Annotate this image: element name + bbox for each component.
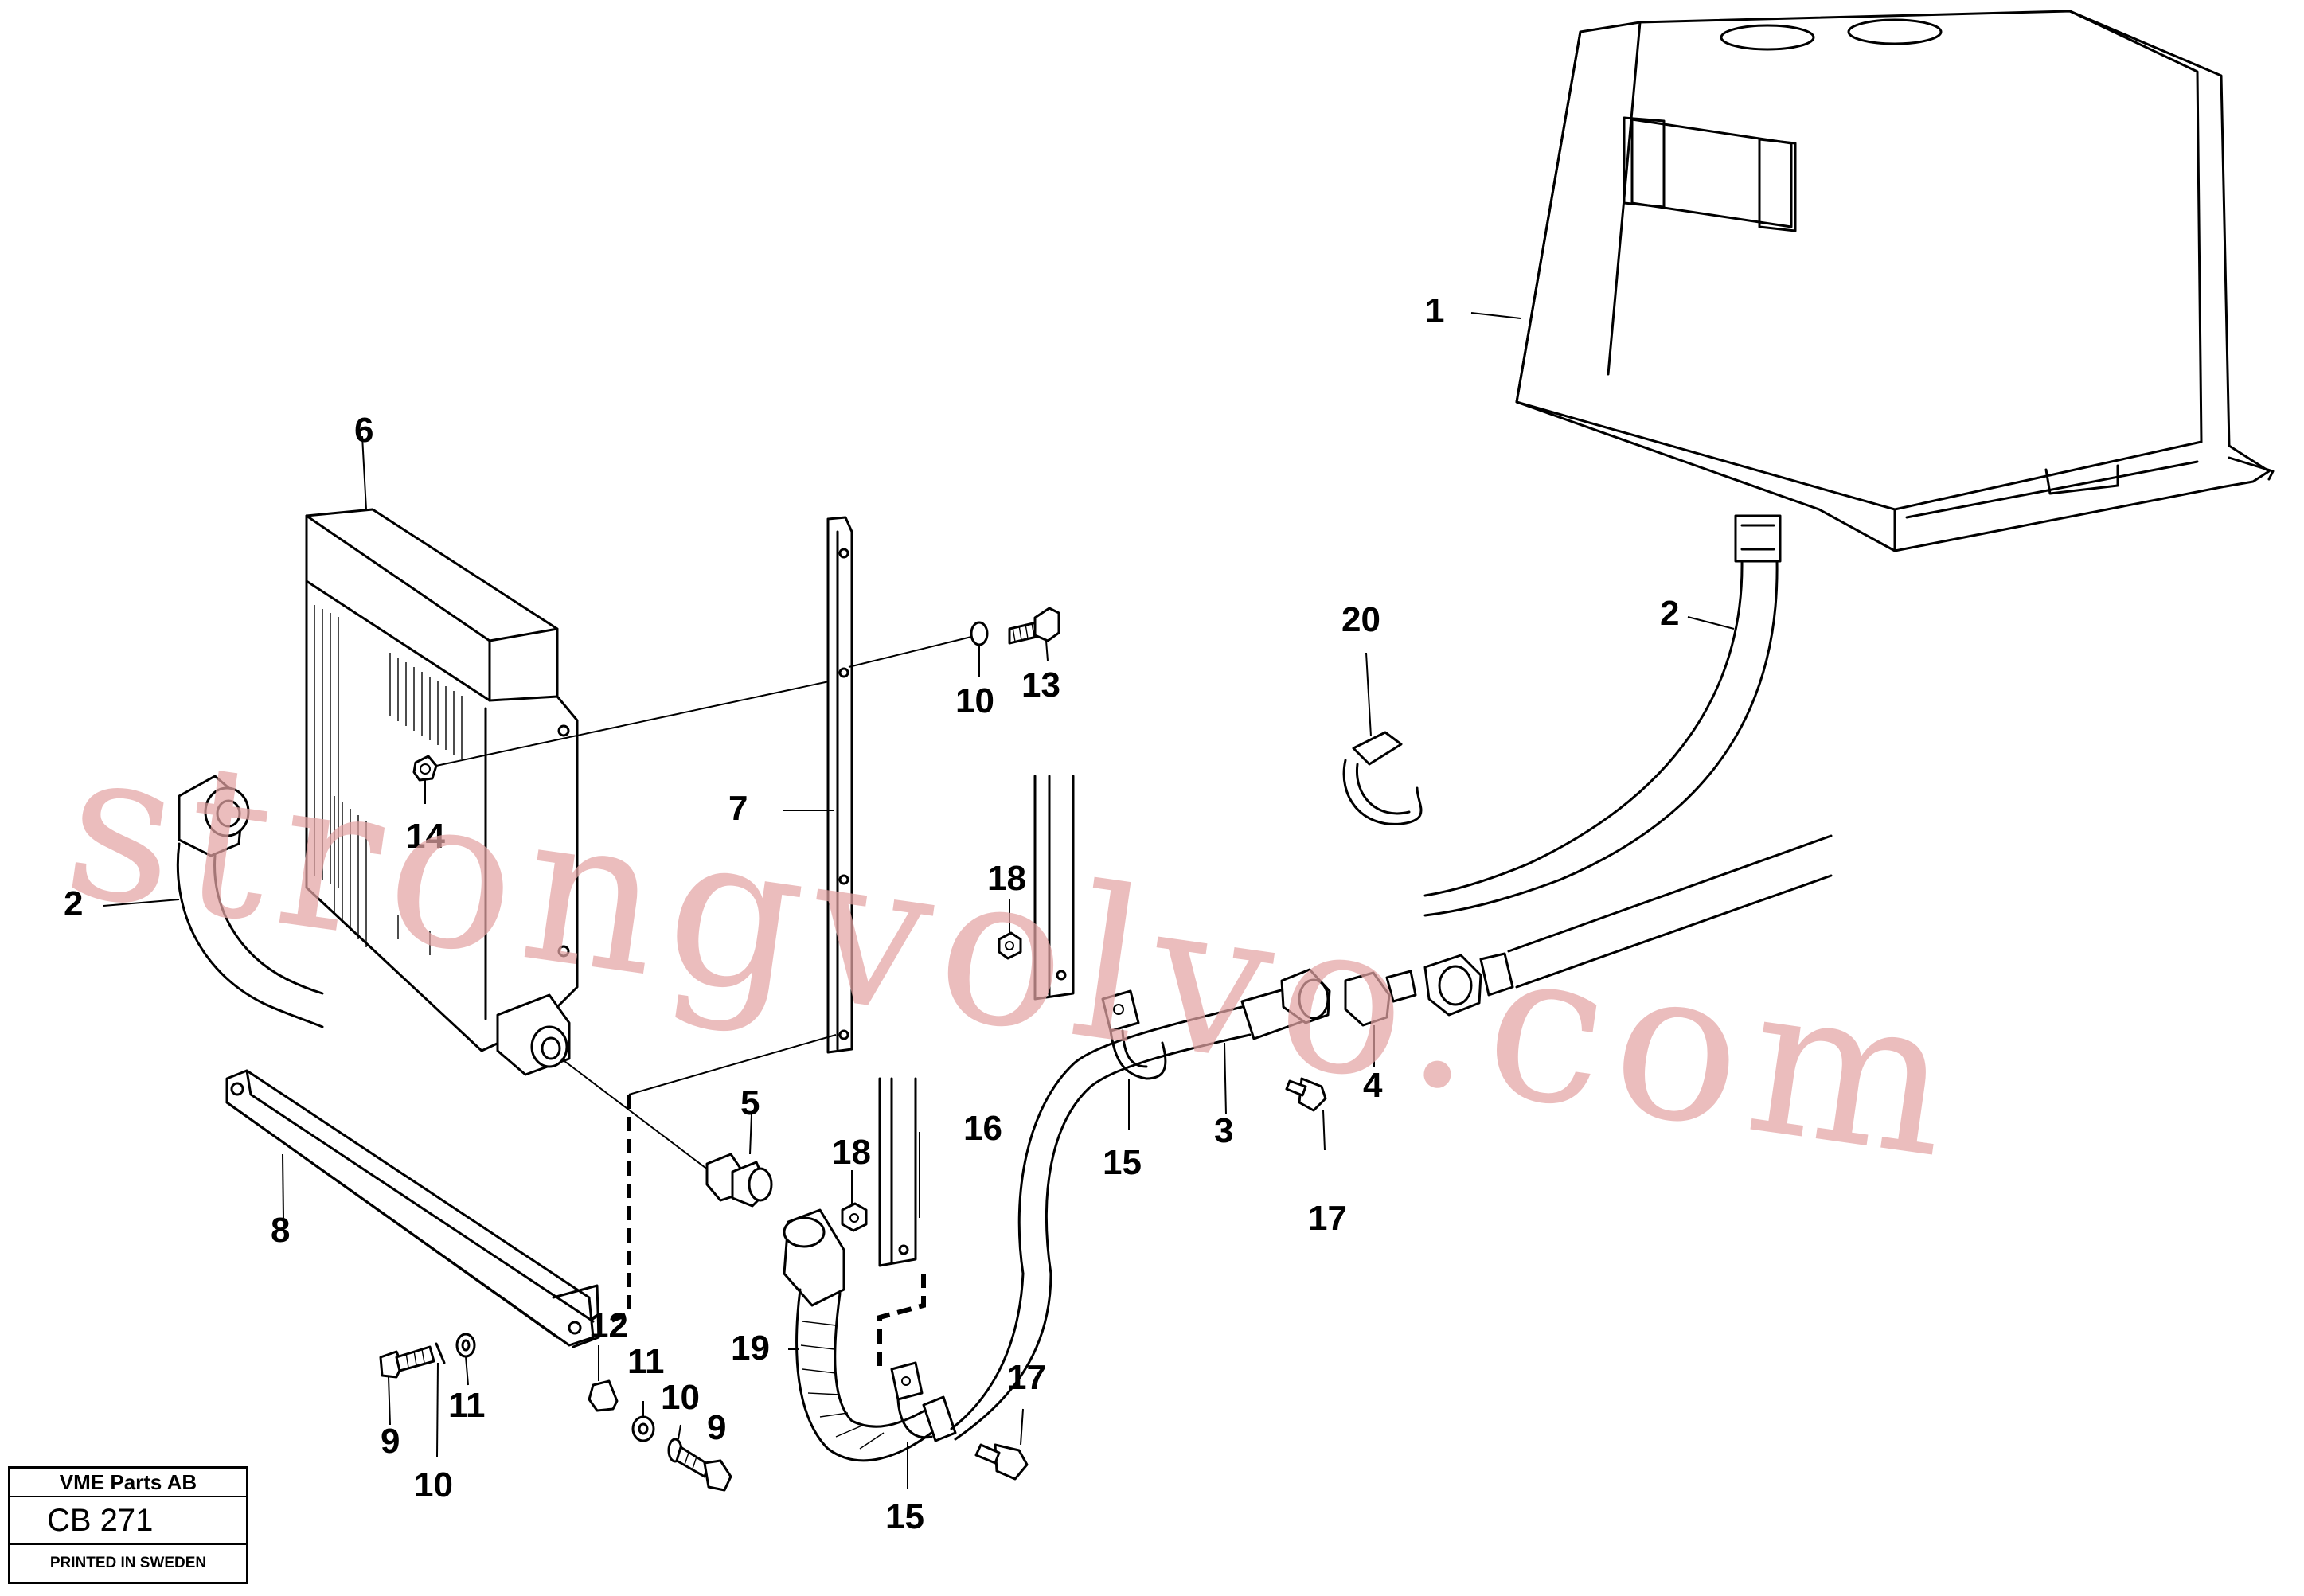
callout-1: 1 (1425, 291, 1444, 330)
title-block-code: CB 271 (10, 1497, 246, 1545)
cooler-outlet-port (496, 993, 571, 1076)
clamp-15-upper (1101, 989, 1167, 1130)
callout-2-right: 2 (1660, 594, 1679, 633)
nut-18-upper (998, 899, 1022, 960)
callout-18-lower: 18 (832, 1133, 871, 1172)
pipe-lower-curve (950, 1272, 1052, 1441)
callout-16: 16 (963, 1109, 1002, 1148)
callout-6: 6 (354, 411, 373, 450)
bracket-7-part (783, 516, 853, 1054)
callout-10-bottom-right: 10 (661, 1378, 700, 1417)
callout-9-left: 9 (381, 1422, 400, 1461)
callout-19: 19 (731, 1329, 770, 1368)
bracket-8-part (225, 1069, 600, 1348)
callout-17-lower: 17 (1007, 1358, 1046, 1397)
bracket-16-lower (878, 1077, 920, 1267)
nut-18-lower (841, 1170, 868, 1232)
callout-20: 20 (1341, 600, 1380, 639)
callout-10-top: 10 (955, 681, 994, 720)
hose-left-part (103, 775, 324, 1028)
callout-18-upper: 18 (987, 859, 1026, 898)
callout-14: 14 (406, 817, 445, 856)
callout-11-left: 11 (448, 1386, 486, 1425)
pipe-right-part (1423, 834, 1833, 1017)
adapter-5-part (705, 1114, 773, 1208)
callout-5: 5 (740, 1083, 760, 1122)
nut-14 (412, 755, 438, 804)
tank-outlet-fitting (1734, 514, 1782, 563)
callout-7: 7 (728, 789, 748, 828)
oil-cooler-part (305, 435, 579, 1076)
adapter-4-part (1280, 968, 1417, 1067)
hose-right-part (1423, 560, 1779, 917)
callout-1-leader (1470, 312, 1521, 319)
hardware-left-set (379, 1333, 476, 1457)
tank-part (1515, 10, 2275, 563)
callout-2-left: 2 (64, 884, 83, 923)
hose-elbow-19-part (783, 1208, 957, 1462)
callout-17-upper: 17 (1308, 1199, 1347, 1238)
callout-13: 13 (1021, 665, 1060, 704)
bracket-16-upper (1033, 775, 1075, 1001)
callout-9-right: 9 (707, 1408, 726, 1447)
callout-11-right: 11 (627, 1342, 665, 1381)
callout-10-bottom-left: 10 (414, 1465, 453, 1504)
callout-8: 8 (271, 1211, 290, 1250)
callout-3: 3 (1214, 1111, 1233, 1150)
bolt-17-upper (1285, 1077, 1327, 1151)
clamp-15-lower (890, 1361, 933, 1489)
bolt-17-lower (974, 1408, 1029, 1481)
callout-labels: 1 2 2 3 4 5 6 7 8 9 9 10 10 10 11 11 12 … (64, 291, 1679, 1536)
cooler-fins (314, 605, 463, 955)
callout-15-upper: 15 (1103, 1143, 1142, 1182)
hardware-right-set (588, 1345, 732, 1492)
callout-4: 4 (1363, 1066, 1383, 1105)
callout-12: 12 (589, 1306, 628, 1345)
title-block: VME Parts AB CB 271 PRINTED IN SWEDEN (8, 1466, 248, 1584)
dashed-assembly-lines (607, 1034, 926, 1369)
title-block-printed: PRINTED IN SWEDEN (49, 1555, 207, 1571)
callout-15-lower: 15 (885, 1497, 924, 1536)
clip-part (1342, 652, 1423, 825)
watermark-text: strongvolvo.com (53, 700, 1975, 1205)
title-block-company: VME Parts AB (10, 1469, 246, 1497)
bolt-13-and-washer-10 (848, 607, 1060, 677)
